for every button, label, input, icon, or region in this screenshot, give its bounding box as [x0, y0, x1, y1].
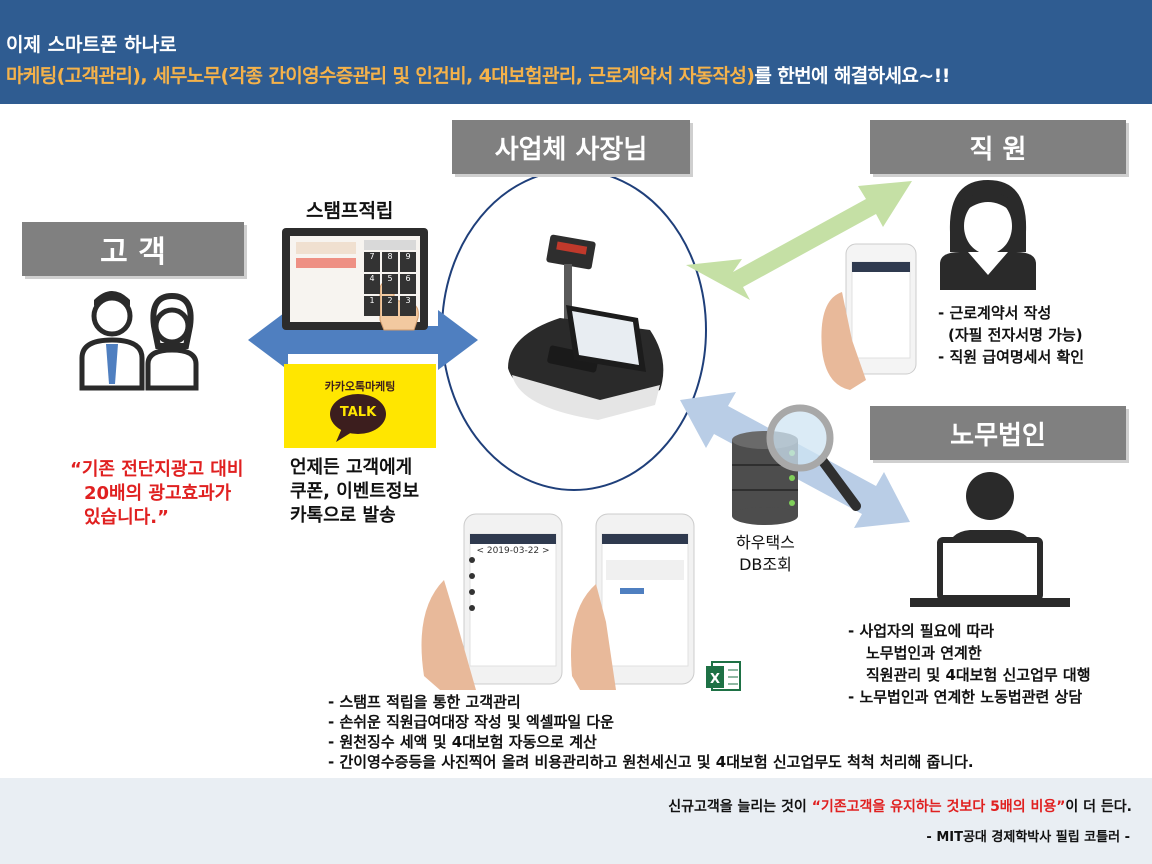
keypad-key: 3	[400, 296, 416, 316]
employee-desc-line: (자필 전자서명 가능)	[948, 326, 1083, 344]
labor-desc-line: 직원관리 및 4대보험 신고업무 대행	[866, 666, 1091, 684]
header-line2-rest: 를 한번에 해결하세요~!!	[754, 65, 950, 87]
labor-box: 노무법인	[870, 406, 1126, 460]
bottom-phone-right-illustration	[571, 513, 695, 690]
feature-list-item: - 원천징수 세액 및 4대보험 자동으로 계산	[328, 733, 597, 751]
stamp-title: 스탬프적립	[306, 200, 394, 222]
employee-desc-line: - 직원 급여명세서 확인	[938, 348, 1085, 366]
feature-list-item: - 간이영수증등을 사진찍어 올려 비용관리하고 원천세신고 및 4대보험 신고…	[328, 753, 974, 771]
keypad-key: 6	[400, 274, 416, 294]
keypad-key: 4	[364, 274, 380, 294]
quote-line: 있습니다.”	[84, 507, 169, 528]
kakao-bubble	[330, 394, 386, 434]
employee-box: 직 원	[870, 120, 1126, 174]
ad-effect-quote: “기존 전단지광고 대비 20배의 광고효과가 있습니다.”	[70, 458, 243, 530]
owner-employee-double-arrow	[686, 181, 912, 300]
footer-source: - MIT공대 경제학박사 필립 코틀러 -	[926, 830, 1130, 845]
owner-box: 사업체 사장님	[452, 120, 690, 174]
kakao-desc-line: 쿠폰, 이벤트정보	[290, 481, 420, 502]
footer-quote-post: 이 더 든다.	[1065, 799, 1132, 815]
feature-list: - 스탬프 적립을 통한 고객관리 - 손쉬운 직원급여대장 작성 및 엑셀파일…	[328, 692, 974, 772]
keypad-key: 2	[382, 296, 398, 316]
keypad-key: 9	[400, 252, 416, 272]
header-line1: 이제 스마트폰 하나로	[6, 34, 177, 56]
employee-icon	[940, 180, 1036, 290]
footer-quote-highlight: “기존고객을 유지하는 것보다 5배의 비용”	[811, 799, 1066, 815]
footer-quote-pre: 신규고객을 늘리는 것이	[668, 799, 812, 815]
feature-list-item: - 스탬프 적립을 통한 고객관리	[328, 693, 521, 711]
magnifier-icon	[766, 404, 861, 511]
customer-icon	[79, 291, 199, 391]
header-line2-highlight: 마케팅(고객관리), 세무노무(각종 간이영수증관리 및 인건비, 4대보험관리…	[6, 65, 755, 87]
svg-text:X: X	[710, 672, 720, 687]
employee-desc-line: - 근로계약서 작성	[938, 304, 1052, 322]
phone-date-label: < 2019-03-22 >	[476, 546, 550, 556]
header-banner: 이제 스마트폰 하나로 마케팅(고객관리), 세무노무(각종 간이영수증관리 및…	[0, 0, 1152, 104]
kakao-talk-label: TALK	[339, 405, 377, 420]
stamp-keypad: 7 8 9 4 5 6 1 2 3	[364, 252, 416, 316]
quote-line: 20배의 광고효과가	[84, 483, 232, 504]
keypad-key: 5	[382, 274, 398, 294]
excel-icon: X	[706, 661, 741, 691]
kakao-description: 언제든 고객에게 쿠폰, 이벤트정보 카톡으로 발송	[290, 456, 419, 528]
quote-line: “기존 전단지광고 대비	[70, 459, 244, 480]
labor-description: - 사업자의 필요에 따라 노무법인과 연계한 직원관리 및 4대보험 신고업무…	[848, 620, 1091, 708]
customer-owner-double-arrow	[248, 310, 478, 370]
labor-desc-line: - 사업자의 필요에 따라	[848, 622, 995, 640]
employee-description: - 근로계약서 작성 (자필 전자서명 가능) - 직원 급여명세서 확인	[938, 302, 1084, 368]
kakao-brand: 카카오톡마케팅	[324, 380, 396, 393]
db-label-line: 하우택스	[736, 533, 795, 552]
labor-office-icon	[910, 472, 1070, 607]
db-label-line: DB조회	[739, 555, 792, 574]
footer-quote: 신규고객을 늘리는 것이 “기존고객을 유지하는 것보다 5배의 비용”이 더 …	[668, 796, 1132, 816]
feature-list-item: - 손쉬운 직원급여대장 작성 및 엑셀파일 다운	[328, 713, 614, 731]
kakao-desc-line: 언제든 고객에게	[290, 457, 413, 478]
footer-quote-band: 신규고객을 늘리는 것이 “기존고객을 유지하는 것보다 5배의 비용”이 더 …	[0, 778, 1152, 864]
labor-desc-line: 노무법인과 연계한	[866, 644, 982, 662]
keypad-key: 1	[364, 296, 380, 316]
pos-terminal-illustration	[508, 234, 664, 420]
header-line2: 마케팅(고객관리), 세무노무(각종 간이영수증관리 및 인건비, 4대보험관리…	[6, 61, 950, 88]
kakao-desc-line: 카톡으로 발송	[290, 505, 396, 526]
db-label: 하우택스 DB조회	[736, 532, 795, 576]
keypad-key: 7	[364, 252, 380, 272]
bottom-phone-left-illustration	[421, 513, 563, 690]
customer-box: 고 객	[22, 222, 244, 276]
employee-phone-illustration	[821, 243, 917, 390]
keypad-key: 8	[382, 252, 398, 272]
labor-desc-line: - 노무법인과 연계한 노동법관련 상담	[848, 688, 1083, 706]
